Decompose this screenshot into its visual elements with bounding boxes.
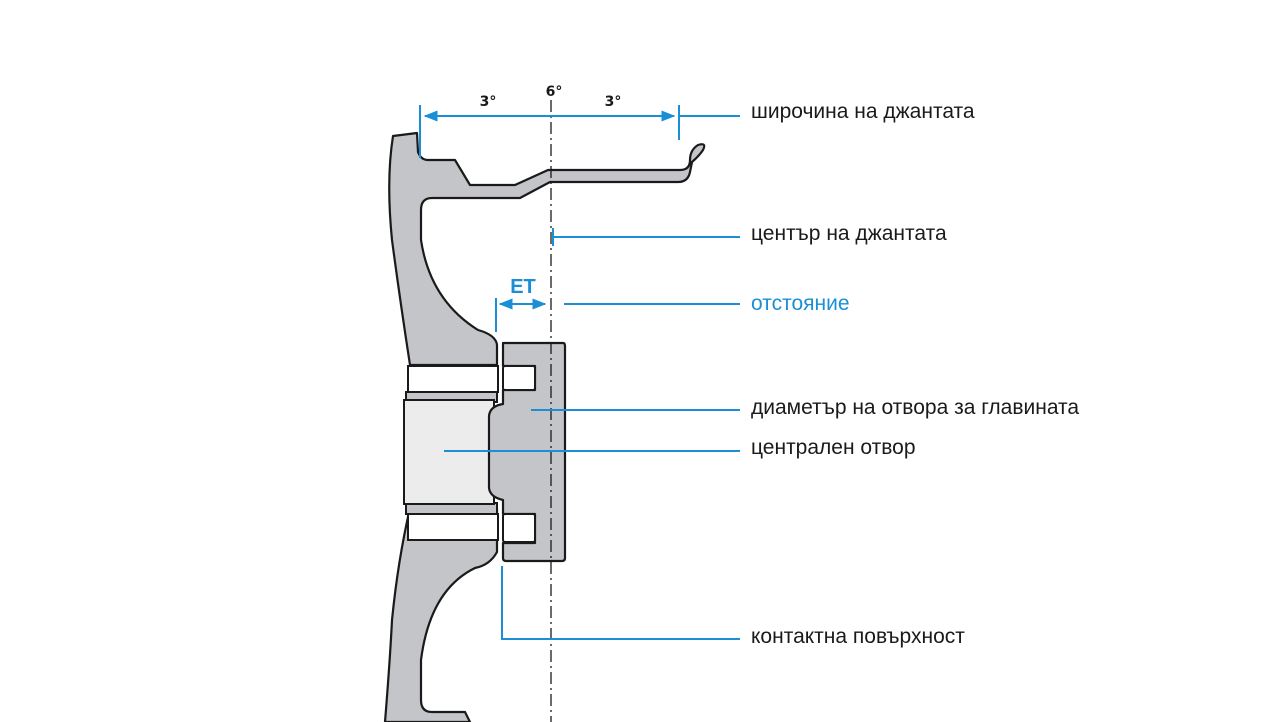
label-contact-surface: контактна повърхност xyxy=(751,625,965,648)
stud-upper xyxy=(502,365,536,391)
wheel-lower-section xyxy=(383,506,499,722)
et-label: ET xyxy=(510,276,536,298)
label-center-bore: централен отвор xyxy=(751,436,916,459)
bolt-hole-upper xyxy=(407,365,499,393)
label-hub-bore-diameter: диаметър на отвора за главината xyxy=(751,396,1079,419)
wheel-rim-section xyxy=(388,131,706,367)
stud-lower xyxy=(502,513,536,543)
bolt-hole-lower xyxy=(407,513,499,541)
angle-center: 6° xyxy=(546,84,563,100)
contact-surface-leader xyxy=(501,566,740,640)
angle-right: 3° xyxy=(605,94,622,110)
label-rim-center: център на джантата xyxy=(751,222,947,245)
angle-left: 3° xyxy=(480,94,497,110)
label-offset: отстояние xyxy=(751,292,850,315)
label-rim-width: широчина на джантата xyxy=(751,100,975,123)
